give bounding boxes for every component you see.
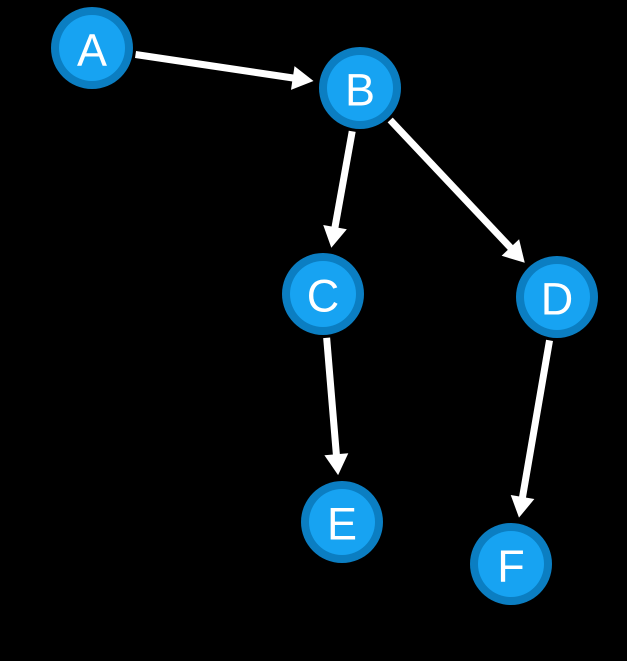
node-body xyxy=(309,489,375,555)
node-D[interactable]: D xyxy=(516,256,598,338)
node-B[interactable]: B xyxy=(319,47,401,129)
edge-A-B xyxy=(135,51,314,90)
edge-B-D xyxy=(387,117,525,263)
edge-D-F xyxy=(510,339,553,518)
node-body xyxy=(290,261,356,327)
edge-B-C xyxy=(323,130,356,248)
edge-shaft xyxy=(135,51,296,82)
node-E[interactable]: E xyxy=(301,481,383,563)
edge-shaft xyxy=(331,130,356,230)
edge-shaft xyxy=(323,337,341,457)
arrowhead-icon xyxy=(323,224,347,248)
edge-shaft xyxy=(518,339,553,500)
node-C[interactable]: C xyxy=(282,253,364,335)
edge-C-E xyxy=(323,337,349,476)
node-A[interactable]: A xyxy=(51,7,133,89)
node-body xyxy=(478,531,544,597)
arrowhead-icon xyxy=(290,66,314,90)
edge-shaft xyxy=(387,117,515,252)
arrowhead-icon xyxy=(510,494,535,518)
node-F[interactable]: F xyxy=(470,523,552,605)
arrowhead-icon xyxy=(324,453,349,476)
node-body xyxy=(59,15,125,81)
arrowhead-icon xyxy=(501,239,525,263)
node-body xyxy=(327,55,393,121)
node-body xyxy=(524,264,590,330)
